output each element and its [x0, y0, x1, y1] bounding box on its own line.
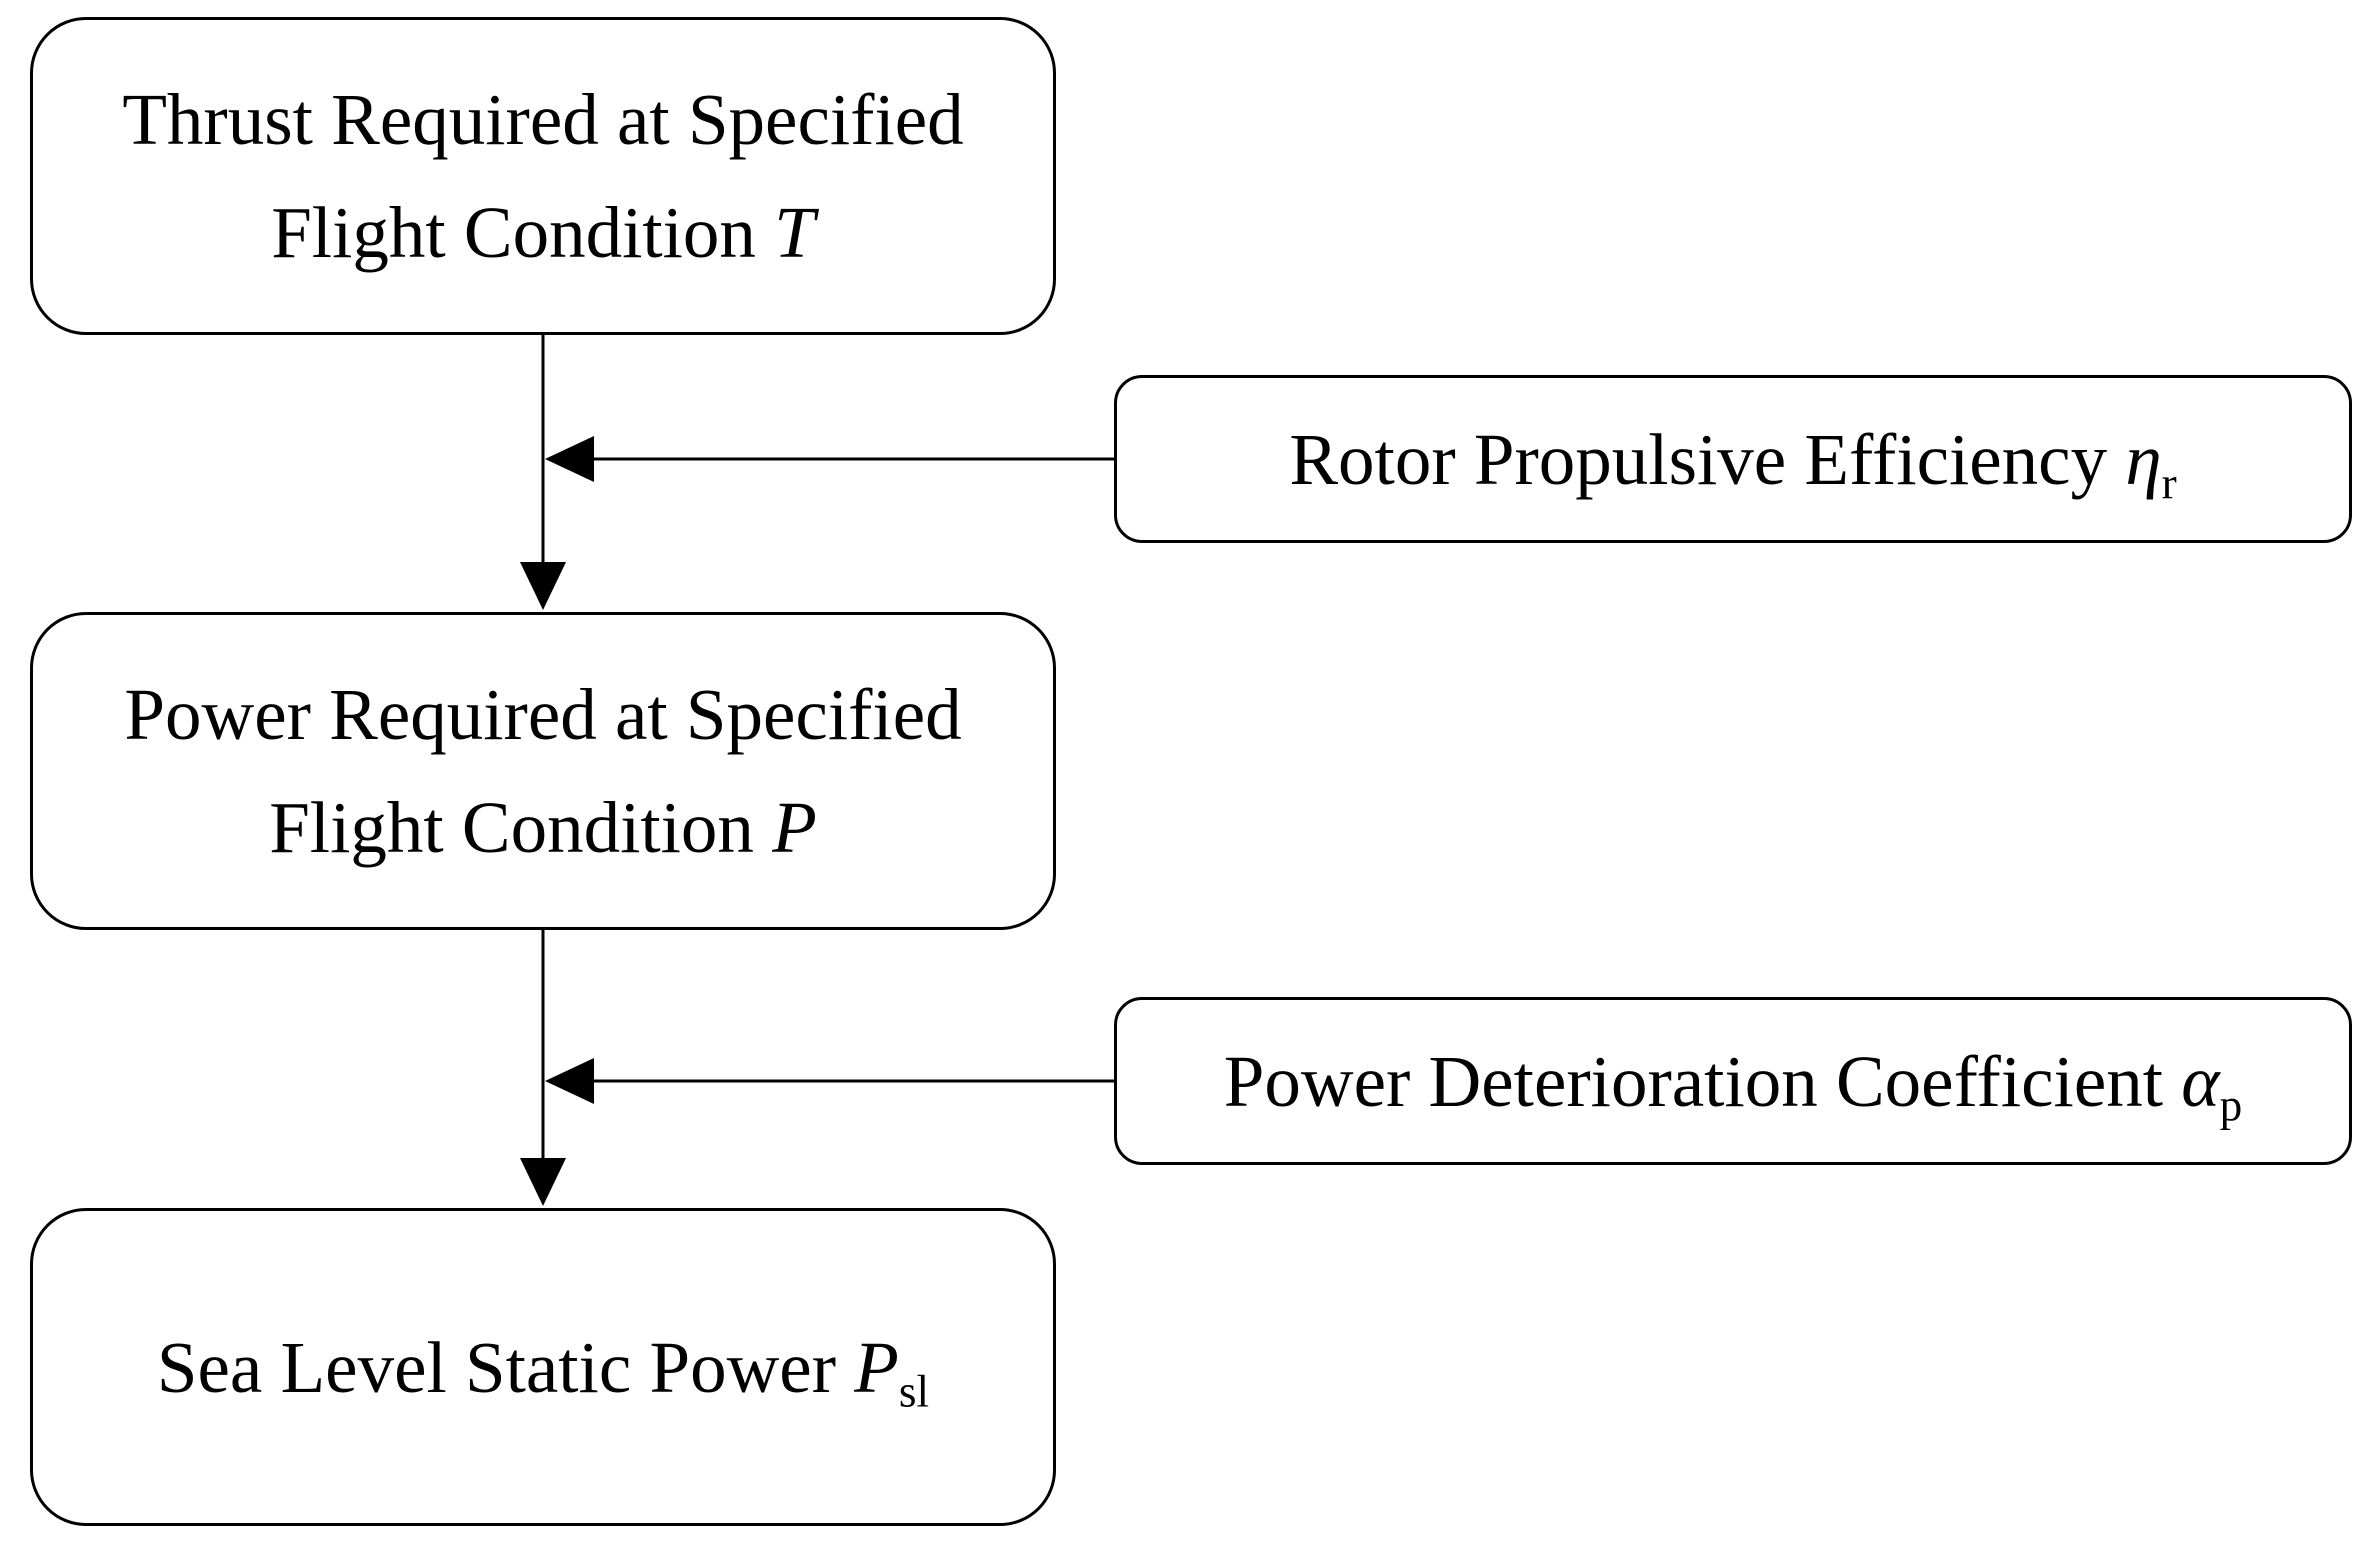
- sea-level-static-power-text: Sea Level Static Power Psl: [157, 1311, 929, 1424]
- deterioration-symbol: α: [2181, 1040, 2220, 1122]
- sea-level-power-subscript: sl: [898, 1365, 930, 1416]
- thrust-to-power-arrowhead: [520, 562, 566, 610]
- deterioration-subscript: p: [2219, 1079, 2243, 1130]
- power-deterioration-coefficient-label: Power Deterioration Coefficient: [1223, 1040, 2164, 1122]
- power-required-line1: Power Required at Specified: [124, 674, 962, 755]
- power-required-line2: Flight Condition P: [124, 771, 961, 884]
- power-deterioration-coefficient-box: Power Deterioration Coefficient αp: [1114, 997, 2352, 1165]
- power-symbol: P: [772, 787, 817, 868]
- thrust-required-line1: Thrust Required at Specified: [122, 79, 964, 160]
- power-required-box: Power Required at Specified Flight Condi…: [30, 612, 1056, 930]
- power-to-sea-level-arrowhead: [520, 1158, 566, 1206]
- rotor-propulsive-efficiency-label: Rotor Propulsive Efficiency: [1289, 418, 2108, 500]
- thrust-symbol: T: [774, 192, 815, 273]
- rotor-propulsive-efficiency-box: Rotor Propulsive Efficiency ηr: [1114, 375, 2352, 543]
- power-deterioration-coefficient-text: Power Deterioration Coefficient αp: [1224, 1025, 2242, 1138]
- rotor-propulsive-efficiency-text: Rotor Propulsive Efficiency ηr: [1289, 403, 2176, 516]
- thrust-required-text: Thrust Required at Specified Flight Cond…: [122, 63, 963, 289]
- rotor-efficiency-subscript: r: [2161, 457, 2177, 508]
- power-required-text: Power Required at Specified Flight Condi…: [124, 658, 961, 884]
- rotor-efficiency-symbol: η: [2125, 418, 2162, 500]
- rotor-to-link-arrowhead: [545, 436, 594, 482]
- sea-level-static-power-label: Sea Level Static Power: [156, 1326, 837, 1408]
- deterioration-to-link-arrowhead: [545, 1058, 594, 1104]
- thrust-required-box: Thrust Required at Specified Flight Cond…: [30, 17, 1056, 335]
- thrust-required-line2: Flight Condition T: [122, 176, 963, 289]
- sea-level-power-symbol: P: [854, 1326, 899, 1408]
- power-required-line2-text: Flight Condition: [269, 787, 754, 868]
- sea-level-static-power-box: Sea Level Static Power Psl: [30, 1208, 1056, 1526]
- thrust-required-line2-text: Flight Condition: [271, 192, 756, 273]
